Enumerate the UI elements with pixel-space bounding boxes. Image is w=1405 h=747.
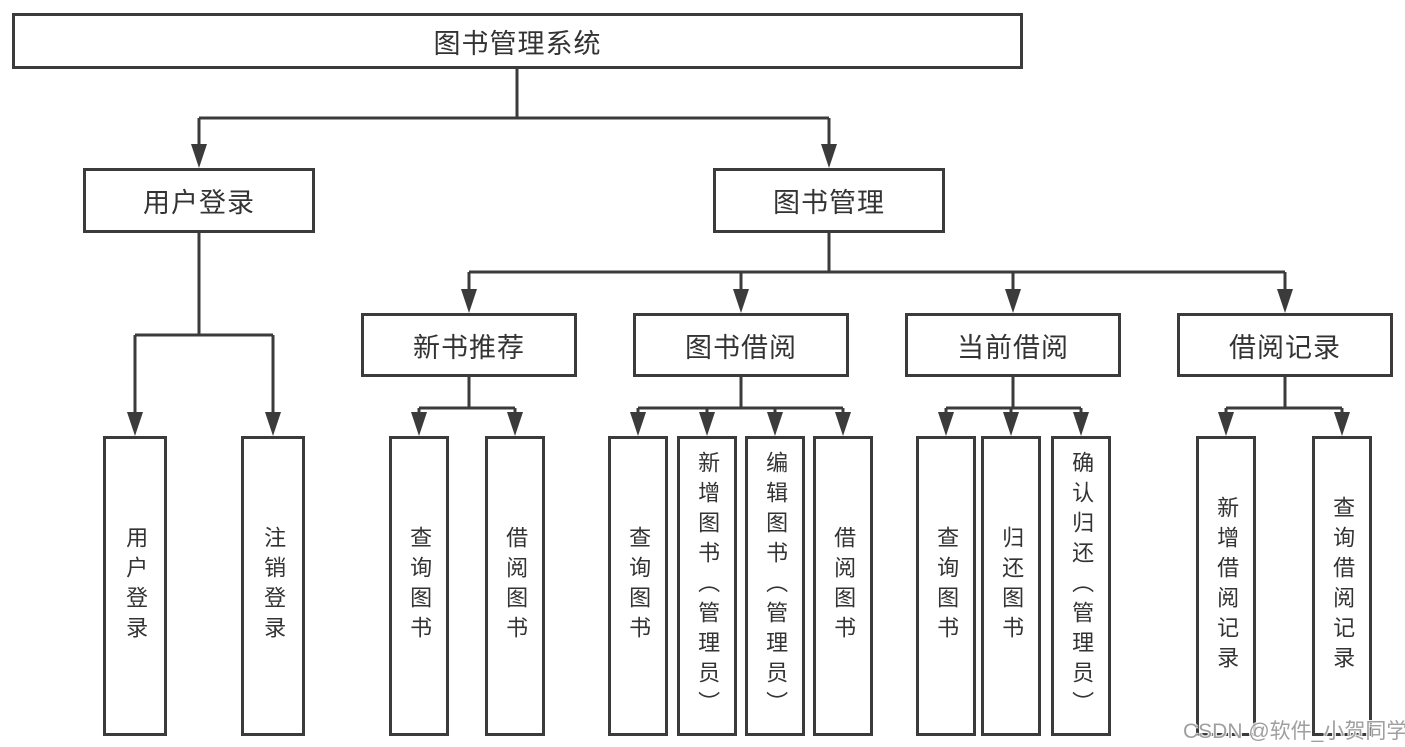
- node-new-book-recommendation: 新书推荐: [361, 313, 577, 377]
- connector-current-borrowing-to-leaves: [938, 377, 1089, 436]
- node-label: 用户登录: [143, 188, 255, 218]
- connector-borrowing-records-to-leaves: [1218, 377, 1350, 436]
- node-borrowing-records: 借阅记录: [1177, 313, 1393, 377]
- node-book-borrowing: 图书借阅: [633, 313, 849, 377]
- leaf-label: 新增借阅记录: [1214, 496, 1240, 676]
- leaf-label: 归还图书: [999, 526, 1025, 646]
- leaf-label: 查询图书: [934, 526, 960, 646]
- leaf-confirm-return-admin: 确认归还（管理员）: [1051, 436, 1111, 736]
- csdn-watermark: CSDN @软件_小贺同学: [1183, 720, 1405, 743]
- leaf-label: 查询借阅记录: [1330, 496, 1356, 676]
- leaf-query-books-current: 查询图书: [916, 436, 976, 736]
- leaf-label: 用户登录: [123, 526, 149, 646]
- leaf-label: 查询图书: [626, 526, 652, 646]
- leaf-label: 注销登录: [261, 526, 287, 646]
- connector-book-borrowing-to-leaves: [630, 377, 851, 436]
- leaf-query-books-borrow: 查询图书: [608, 436, 668, 736]
- leaf-logout-login: 注销登录: [241, 436, 305, 736]
- leaf-label: 借阅图书: [503, 526, 529, 646]
- node-label: 图书管理系统: [433, 28, 602, 59]
- connector-new-book-recommendation-to-leaves: [411, 377, 523, 436]
- node-current-borrowing: 当前借阅: [905, 313, 1121, 377]
- leaf-label: 编辑图书（管理员）: [763, 451, 789, 721]
- node-library-system: 图书管理系统: [12, 13, 1023, 69]
- leaf-add-books-admin: 新增图书（管理员）: [677, 436, 737, 736]
- leaf-borrow-books: 借阅图书: [813, 436, 873, 736]
- node-user-login: 用户登录: [83, 168, 315, 233]
- node-label: 当前借阅: [957, 332, 1069, 363]
- leaf-return-books: 归还图书: [981, 436, 1041, 736]
- leaf-label: 借阅图书: [831, 526, 857, 646]
- connector-book-management-to-level3: [461, 233, 1293, 313]
- leaf-query-books-recommend: 查询图书: [389, 436, 449, 736]
- node-book-management: 图书管理: [713, 168, 945, 233]
- leaf-label: 新增图书（管理员）: [695, 451, 721, 721]
- leaf-label: 确认归还（管理员）: [1069, 451, 1095, 721]
- leaf-add-borrow-record: 新增借阅记录: [1196, 436, 1256, 736]
- connector-root-to-level2: [191, 68, 837, 168]
- leaf-label: 查询图书: [407, 526, 433, 646]
- leaf-query-borrow-record: 查询借阅记录: [1312, 436, 1372, 736]
- leaf-edit-books-admin: 编辑图书（管理员）: [745, 436, 805, 736]
- node-label: 新书推荐: [413, 332, 525, 363]
- leaf-user-login: 用户登录: [103, 436, 167, 736]
- connector-user-login-to-leaves: [127, 233, 281, 436]
- node-label: 图书借阅: [685, 332, 797, 363]
- node-label: 图书管理: [773, 188, 885, 218]
- leaf-borrow-books-recommend: 借阅图书: [485, 436, 545, 736]
- node-label: 借阅记录: [1229, 332, 1341, 363]
